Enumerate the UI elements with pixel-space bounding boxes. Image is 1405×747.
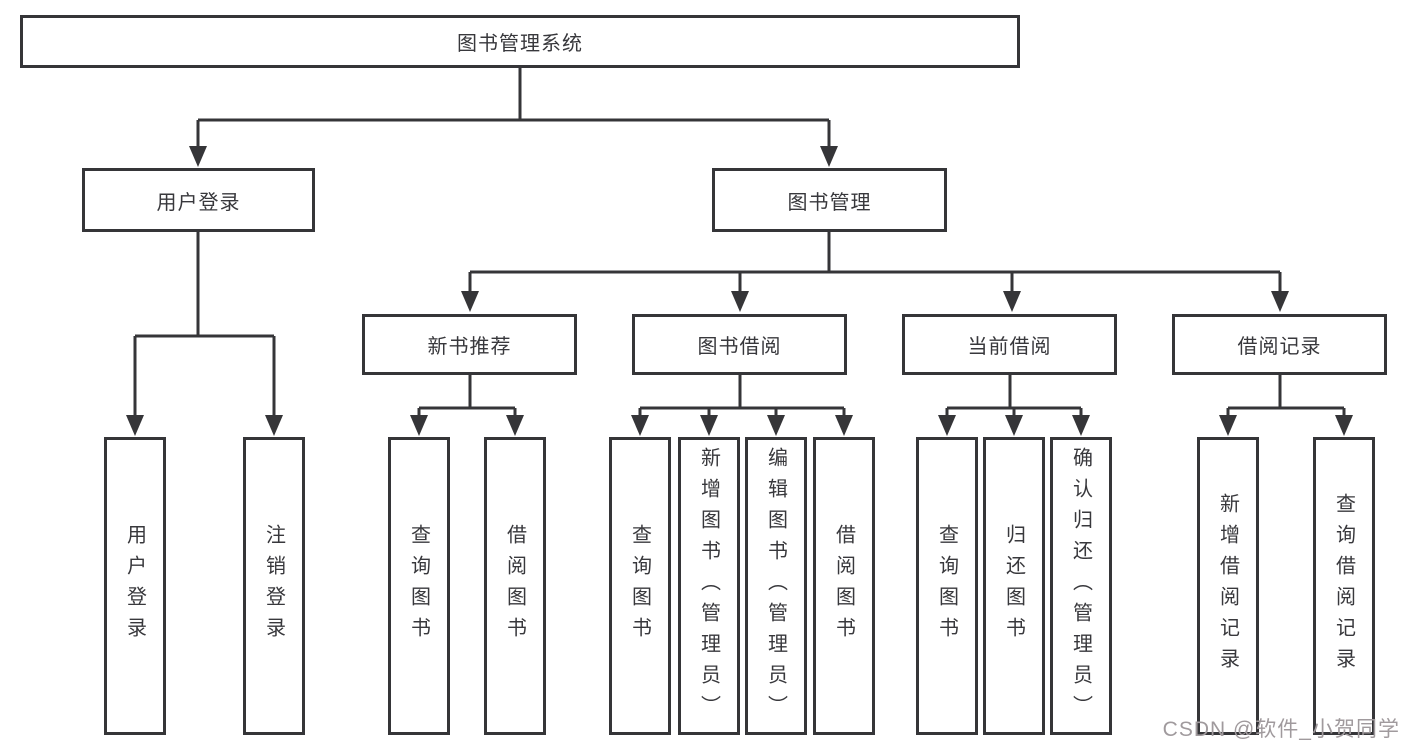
leaf-confirm-return-admin: 确认归还（管理员） [1050, 437, 1112, 735]
leaf-return-books: 归还图书 [983, 437, 1045, 735]
leaf-add-books-admin-label: 新增图书（管理员） [697, 446, 720, 726]
node-book-management: 图书管理 [712, 168, 947, 232]
node-book-management-label: 图书管理 [787, 191, 872, 214]
leaf-logout-label: 注销登录 [262, 524, 285, 648]
leaf-current-query-books-label: 查询图书 [935, 524, 958, 648]
node-current-borrow-label: 当前借阅 [967, 336, 1052, 358]
arrowheads [126, 146, 1353, 436]
leaf-borrow-books-label: 借阅图书 [832, 524, 855, 648]
leaf-current-query-books: 查询图书 [916, 437, 978, 735]
leaf-edit-books-admin-label: 编辑图书（管理员） [764, 446, 787, 726]
node-borrow-records: 借阅记录 [1172, 314, 1387, 375]
leaf-recommend-query-books: 查询图书 [388, 437, 450, 735]
leaf-user-login: 用户登录 [104, 437, 166, 735]
node-user-login: 用户登录 [82, 168, 315, 232]
leaf-logout: 注销登录 [243, 437, 305, 735]
node-root-label: 图书管理系统 [457, 33, 583, 55]
leaf-add-borrow-record-label: 新增借阅记录 [1216, 493, 1239, 679]
leaf-query-borrow-record: 查询借阅记录 [1313, 437, 1375, 735]
node-book-borrow: 图书借阅 [632, 314, 847, 375]
node-new-book-recommend: 新书推荐 [362, 314, 577, 375]
leaf-add-borrow-record: 新增借阅记录 [1197, 437, 1259, 735]
csdn-watermark: CSDN @软件_小贺同学 [1162, 718, 1400, 741]
leaf-return-books-label: 归还图书 [1002, 524, 1025, 648]
node-borrow-records-label: 借阅记录 [1237, 336, 1322, 358]
leaf-query-borrow-record-label: 查询借阅记录 [1332, 493, 1355, 679]
leaf-borrow-query-books-label: 查询图书 [628, 524, 651, 648]
node-current-borrow: 当前借阅 [902, 314, 1117, 375]
leaf-edit-books-admin: 编辑图书（管理员） [745, 437, 807, 735]
node-user-login-label: 用户登录 [156, 191, 241, 214]
leaf-borrow-books: 借阅图书 [813, 437, 875, 735]
node-new-book-recommend-label: 新书推荐 [427, 336, 512, 358]
node-book-borrow-label: 图书借阅 [697, 336, 782, 358]
leaf-borrow-query-books: 查询图书 [609, 437, 671, 735]
leaf-recommend-borrow-books-label: 借阅图书 [503, 524, 526, 648]
leaf-recommend-query-books-label: 查询图书 [407, 524, 430, 648]
node-root: 图书管理系统 [20, 15, 1020, 68]
leaf-user-login-label: 用户登录 [123, 524, 146, 648]
leaf-recommend-borrow-books: 借阅图书 [484, 437, 546, 735]
leaf-confirm-return-admin-label: 确认归还（管理员） [1069, 446, 1092, 726]
leaf-add-books-admin: 新增图书（管理员） [678, 437, 740, 735]
